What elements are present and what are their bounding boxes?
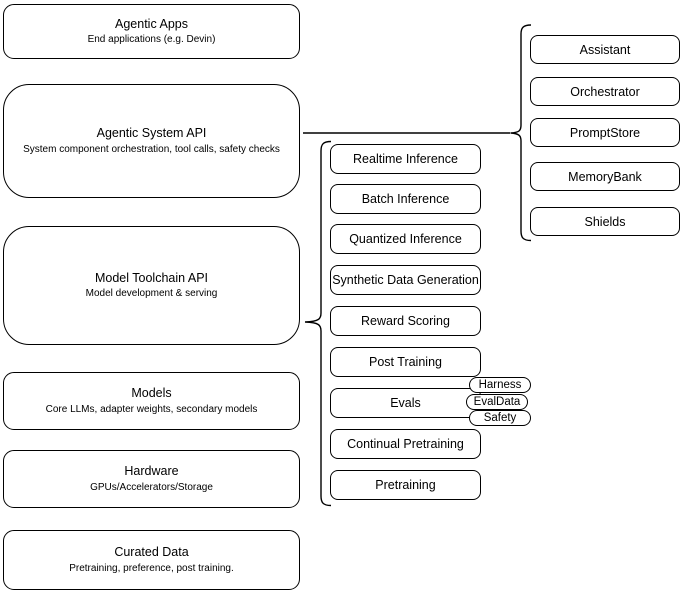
node-post-training: Post Training: [330, 347, 481, 377]
pill-harness: Harness: [469, 377, 531, 393]
node-title: Models: [131, 386, 172, 401]
pill-label: Harness: [478, 379, 522, 391]
pill-evaldata: EvalData: [466, 394, 528, 410]
node-label: Reward Scoring: [361, 314, 450, 328]
node-memorybank: MemoryBank: [530, 162, 680, 191]
node-label: Quantized Inference: [349, 232, 462, 246]
node-title: Agentic System API: [96, 126, 207, 141]
pill-safety: Safety: [469, 410, 531, 426]
node-quantized-inference: Quantized Inference: [330, 224, 481, 254]
node-subtitle: End applications (e.g. Devin): [87, 34, 216, 46]
system-brace: [510, 24, 532, 242]
node-shields: Shields: [530, 207, 680, 236]
node-batch-inference: Batch Inference: [330, 184, 481, 214]
node-label: Batch Inference: [361, 192, 450, 206]
node-subtitle: System component orchestration, tool cal…: [23, 143, 280, 155]
node-assistant: Assistant: [530, 35, 680, 64]
node-label: Synthetic Data Generation: [332, 273, 479, 287]
toolchain-brace: [304, 140, 332, 507]
node-model-toolchain-api: Model Toolchain API Model development & …: [3, 226, 300, 345]
node-label: MemoryBank: [568, 169, 642, 184]
node-realtime-inference: Realtime Inference: [330, 144, 481, 174]
node-title: Curated Data: [114, 545, 189, 560]
node-label: Assistant: [579, 42, 631, 57]
node-label: Continual Pretraining: [347, 437, 464, 451]
node-subtitle: GPUs/Accelerators/Storage: [90, 481, 213, 493]
node-evals: Evals: [330, 388, 481, 418]
pill-label: EvalData: [473, 396, 521, 408]
node-label: Post Training: [369, 355, 442, 369]
node-curated-data: Curated Data Pretraining, preference, po…: [3, 530, 300, 590]
node-synthetic-data-generation: Synthetic Data Generation: [330, 265, 481, 295]
node-orchestrator: Orchestrator: [530, 77, 680, 106]
node-subtitle: Model development & serving: [85, 288, 218, 300]
node-subtitle: Pretraining, preference, post training.: [69, 562, 234, 574]
node-label: Shields: [584, 214, 626, 229]
node-promptstore: PromptStore: [530, 118, 680, 147]
node-pretraining: Pretraining: [330, 470, 481, 500]
node-title: Agentic Apps: [115, 16, 188, 31]
node-agentic-apps: Agentic Apps End applications (e.g. Devi…: [3, 4, 300, 59]
node-models: Models Core LLMs, adapter weights, secon…: [3, 372, 300, 430]
node-subtitle: Core LLMs, adapter weights, secondary mo…: [45, 403, 258, 415]
node-hardware: Hardware GPUs/Accelerators/Storage: [3, 450, 300, 508]
node-title: Model Toolchain API: [94, 270, 209, 285]
node-reward-scoring: Reward Scoring: [330, 306, 481, 336]
node-label: Pretraining: [375, 478, 436, 492]
node-label: Realtime Inference: [353, 152, 458, 166]
node-label: Orchestrator: [570, 84, 640, 99]
node-title: Hardware: [124, 464, 179, 479]
node-continual-pretraining: Continual Pretraining: [330, 429, 481, 459]
pill-label: Safety: [483, 412, 517, 424]
node-label: Evals: [390, 396, 421, 410]
node-label: PromptStore: [569, 125, 641, 140]
node-agentic-system-api: Agentic System API System component orch…: [3, 84, 300, 198]
